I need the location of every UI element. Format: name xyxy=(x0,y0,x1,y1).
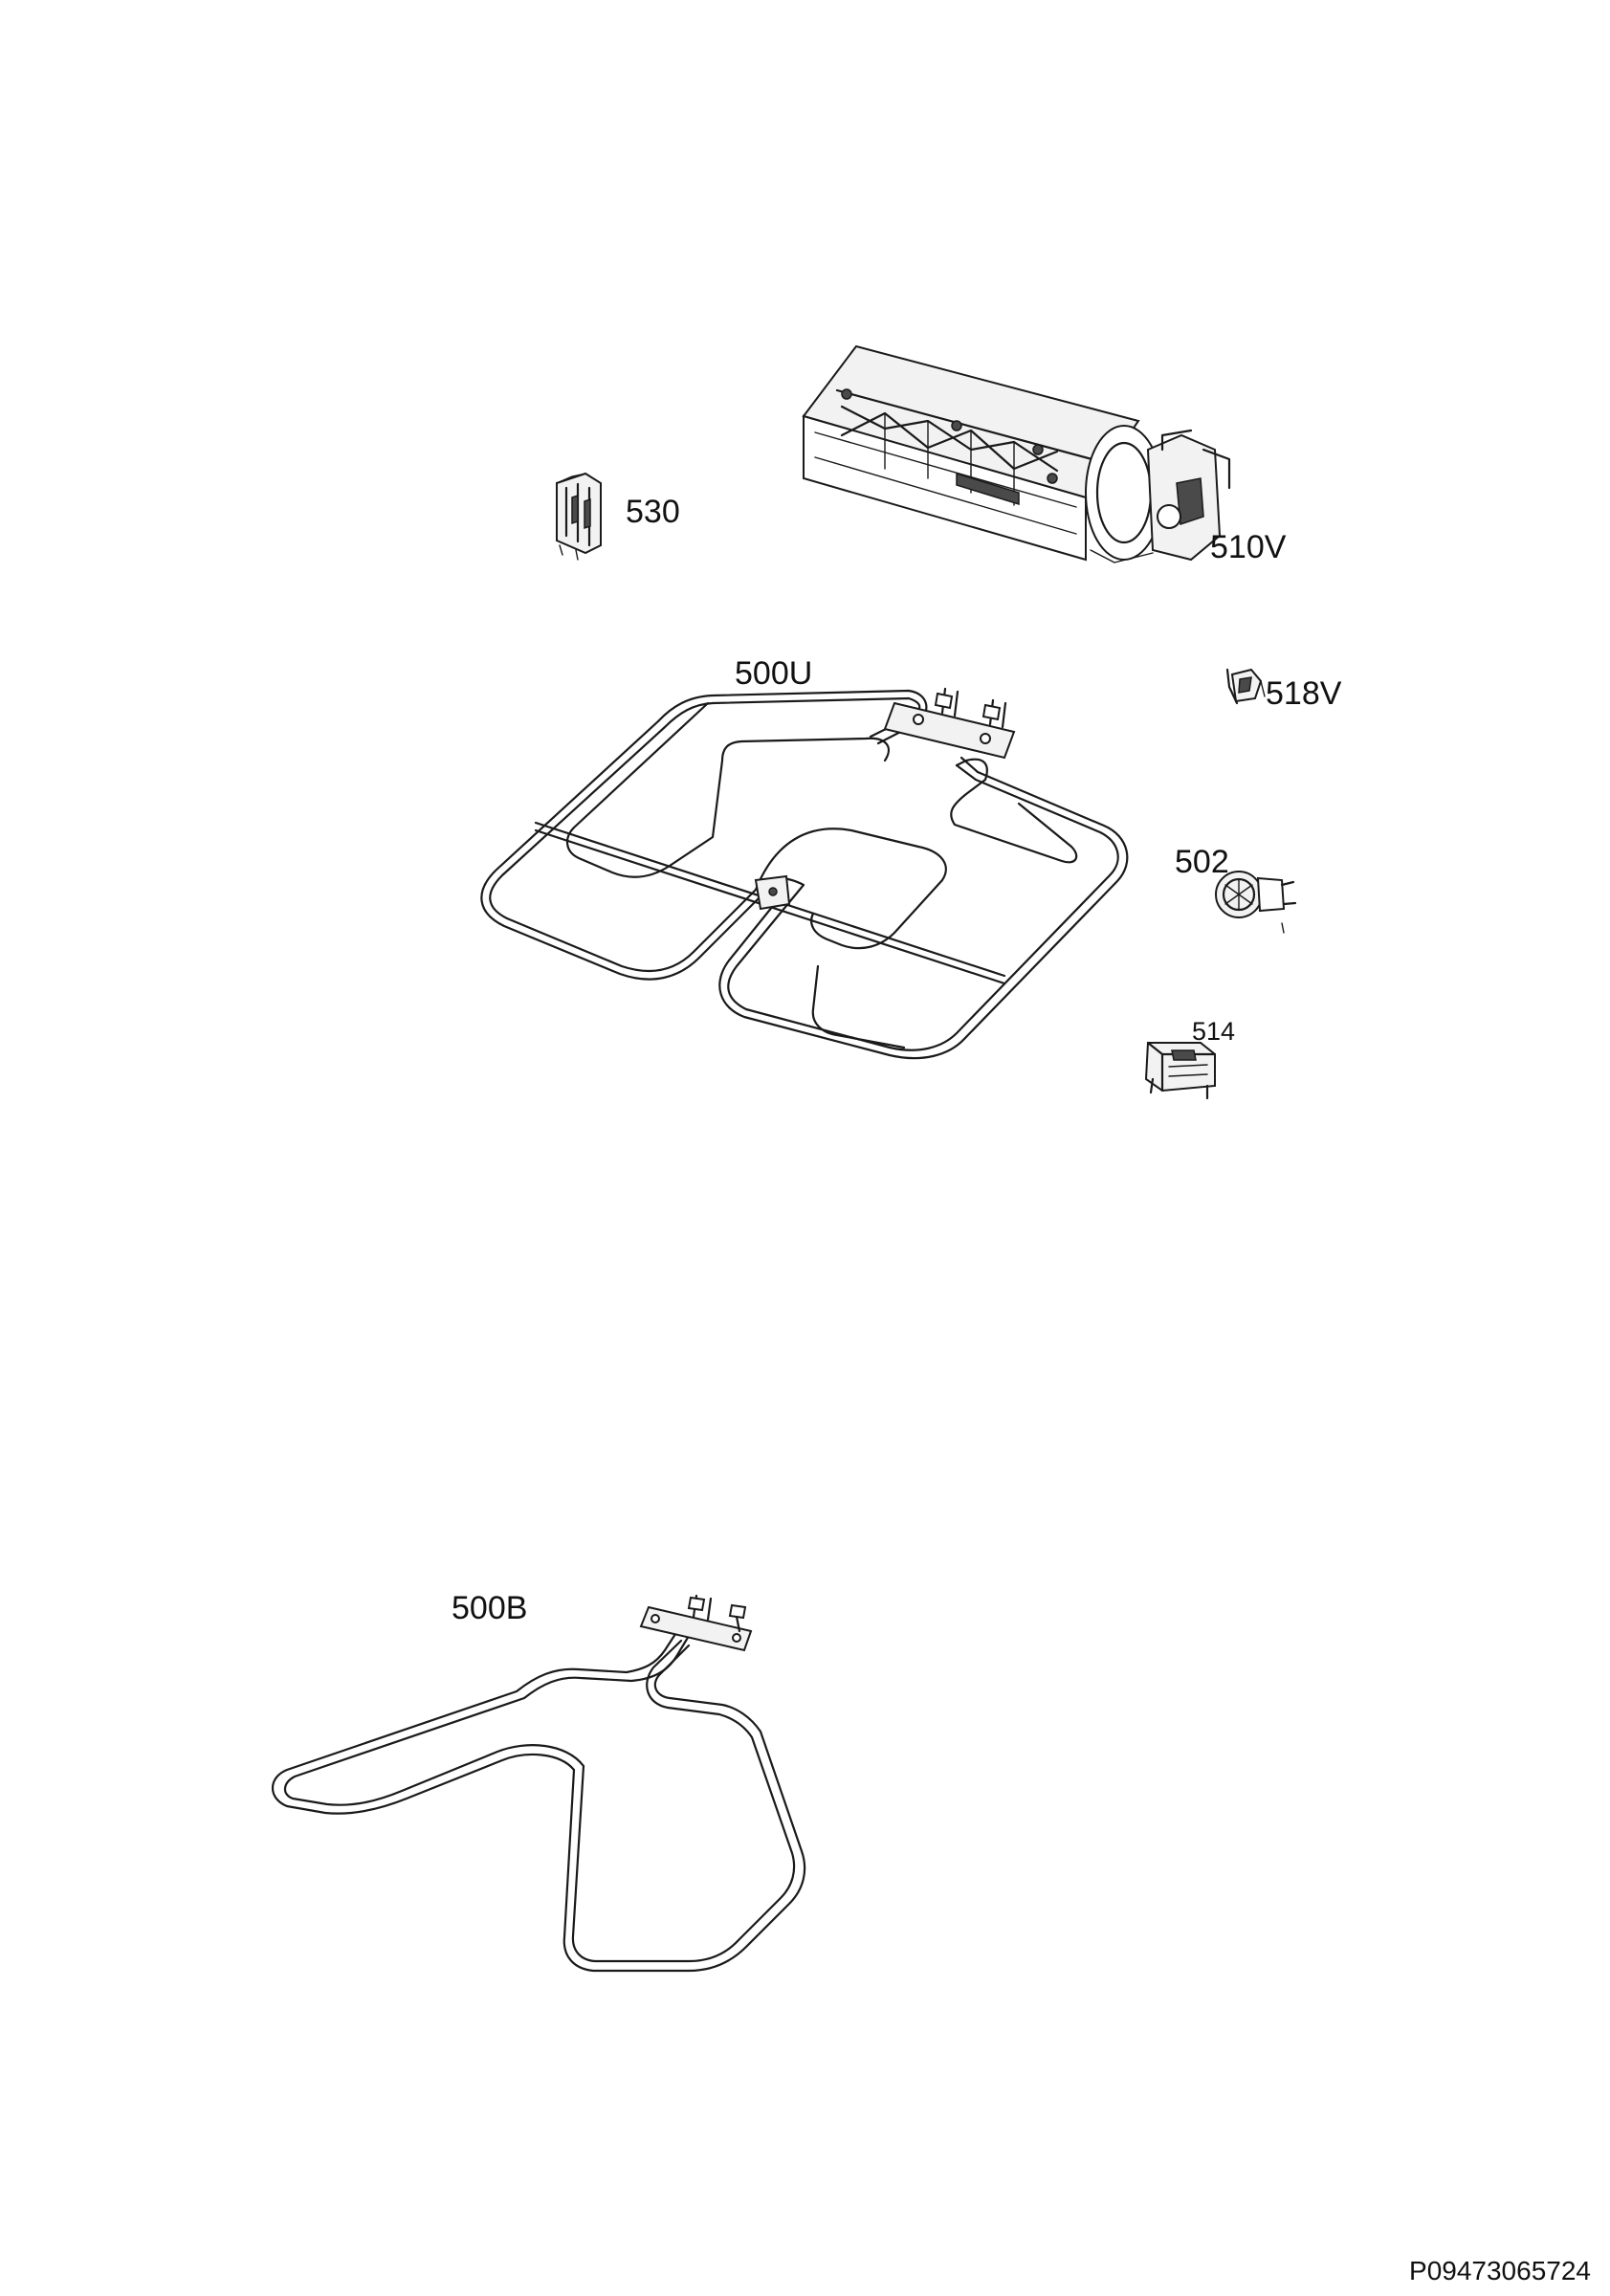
tangential-fan-icon xyxy=(802,344,1231,563)
clip-icon xyxy=(1225,668,1266,705)
upper-heating-element-icon xyxy=(480,687,1129,1060)
bottom-heating-element-icon xyxy=(272,1594,806,1973)
switch-icon xyxy=(1144,1041,1217,1100)
part-label-500u: 500U xyxy=(735,655,813,692)
part-label-518v: 518V xyxy=(1266,675,1342,712)
oven-lamp-icon xyxy=(1215,871,1297,934)
part-label-500b: 500B xyxy=(452,1590,528,1626)
document-code: P09473065724 xyxy=(1409,2256,1591,2285)
part-label-530: 530 xyxy=(626,494,680,530)
part-label-514: 514 xyxy=(1192,1017,1236,1046)
part-label-510v: 510V xyxy=(1210,529,1287,565)
terminal-block-icon xyxy=(556,472,602,561)
part-label-502: 502 xyxy=(1175,844,1229,880)
